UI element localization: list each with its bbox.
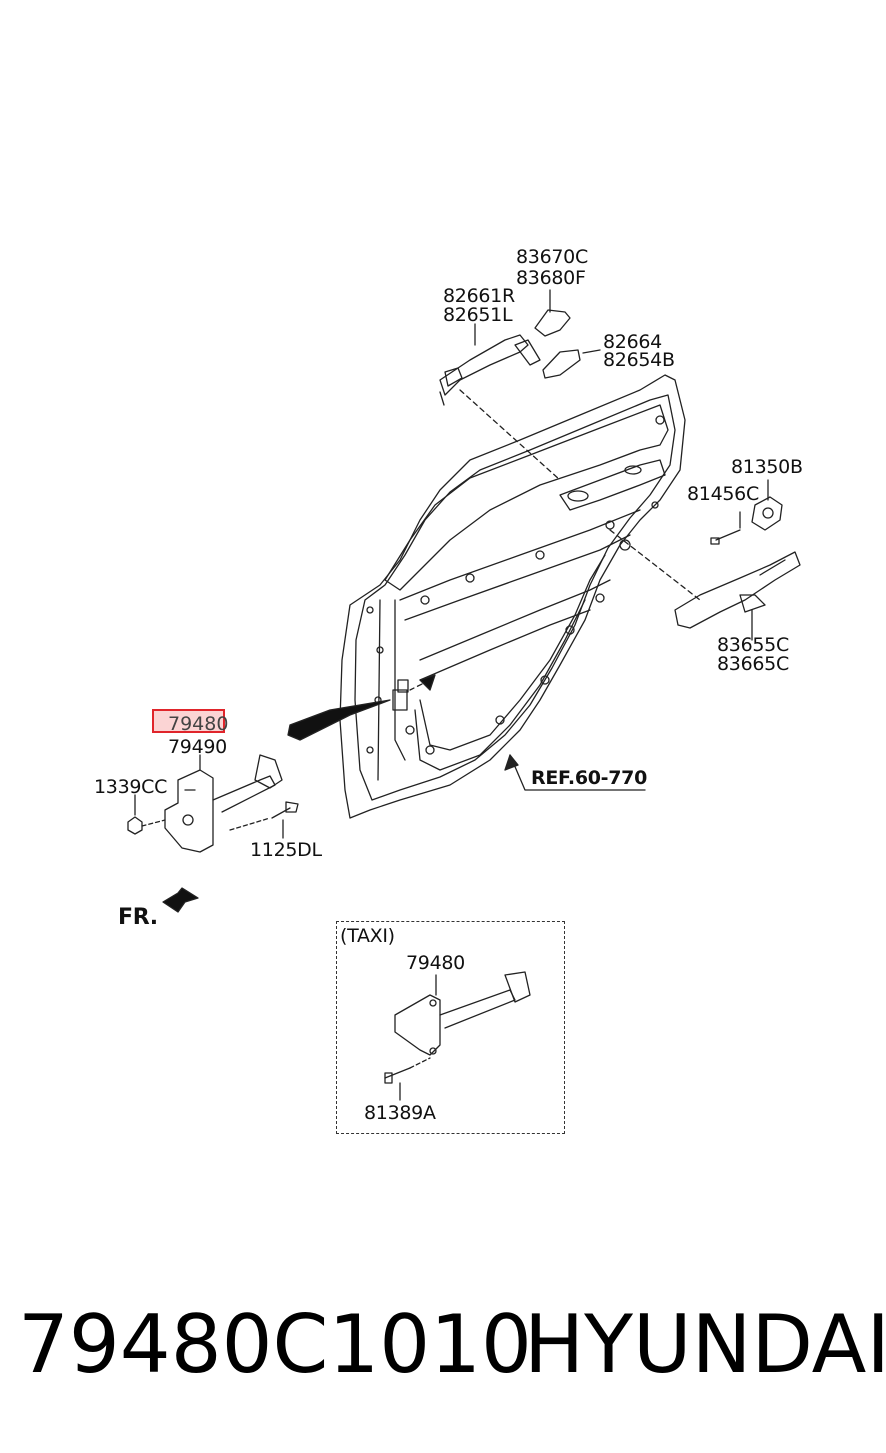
latch-cap (751, 496, 783, 531)
label-83670C[interactable]: 83670C (516, 246, 588, 268)
label-81350B[interactable]: 81350B (731, 456, 803, 478)
label-82651L[interactable]: 82651L (443, 304, 513, 326)
handle-gasket (542, 349, 581, 379)
taxi-label-81389A[interactable]: 81389A (364, 1102, 436, 1124)
front-arrow (162, 887, 199, 913)
footer-part-number: 79480C1010 (18, 1298, 532, 1391)
highlight-79480-box (152, 709, 225, 733)
label-83665C[interactable]: 83665C (717, 653, 789, 675)
label-front: FR. (118, 905, 158, 930)
label-1339CC[interactable]: 1339CC (94, 776, 168, 798)
label-82654B[interactable]: 82654B (603, 349, 675, 371)
label-79490[interactable]: 79490 (168, 736, 227, 758)
label-1125DL[interactable]: 1125DL (250, 839, 322, 861)
outside-handle (439, 334, 529, 396)
label-81456C[interactable]: 81456C (687, 483, 759, 505)
bolt-1125DL (271, 807, 291, 819)
taxi-title: (TAXI) (340, 925, 395, 947)
nut-1339CC (127, 816, 143, 835)
label-79480-highlighted[interactable]: 79480 (168, 713, 229, 735)
label-83680F[interactable]: 83680F (516, 267, 586, 289)
inside-handle (674, 551, 801, 629)
taxi-label-79480[interactable]: 79480 (406, 952, 465, 974)
handle-cap (534, 309, 571, 337)
label-82664[interactable]: 82664 (603, 331, 662, 353)
footer-brand: HYUNDAI (524, 1298, 886, 1391)
door-checker (164, 769, 214, 853)
taxi-inset-box (336, 921, 565, 1134)
label-82661R[interactable]: 82661R (443, 285, 515, 307)
door-panel-outline (339, 374, 686, 819)
label-ref-60-770[interactable]: REF.60-770 (531, 767, 648, 789)
label-83655C[interactable]: 83655C (717, 634, 789, 656)
